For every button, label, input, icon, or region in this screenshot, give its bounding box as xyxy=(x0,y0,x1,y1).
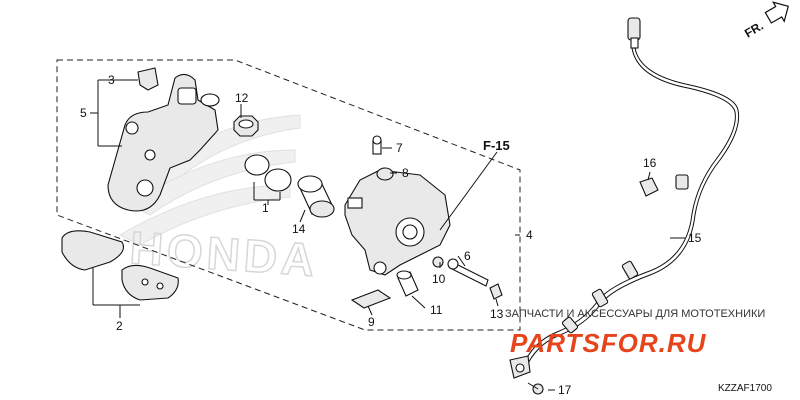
part-label-4: 4 xyxy=(526,228,533,242)
part-label-16: 16 xyxy=(643,156,657,170)
part-label-3: 3 xyxy=(108,73,115,87)
diagram-code: KZZAF1700 xyxy=(718,383,772,394)
part-label-5: 5 xyxy=(80,106,87,120)
arrow-icon xyxy=(764,1,789,24)
part-label-2: 2 xyxy=(116,319,123,333)
sleeve-boot xyxy=(396,270,419,297)
part-label-17: 17 xyxy=(558,383,572,397)
leader-lines xyxy=(90,79,685,391)
part-label-10: 10 xyxy=(432,272,446,286)
assembly-outline xyxy=(56,59,521,331)
part-label-11: 11 xyxy=(430,303,443,317)
pin-bolt xyxy=(447,258,489,287)
part-labels: 1 2 3 4 5 6 7 8 9 10 11 12 13 14 15 16 1… xyxy=(80,73,702,397)
watermark-tagline: ЗАПЧАСТИ И АКСЕССУАРЫ ДЛЯ МОТОТЕХНИКИ xyxy=(505,308,765,320)
sensor-bolt xyxy=(527,382,544,395)
sensor-clamp xyxy=(639,177,659,197)
piston-seals xyxy=(244,154,292,192)
caliper-piston xyxy=(297,175,335,218)
front-direction-marker: FR. xyxy=(742,1,789,41)
bolt-nut xyxy=(233,115,259,137)
front-direction-label: FR. xyxy=(742,19,766,41)
caliper-bracket xyxy=(107,73,220,212)
washer xyxy=(432,256,444,268)
bleeder-cap xyxy=(376,167,394,181)
part-label-1: 1 xyxy=(262,201,269,215)
caliper-body xyxy=(344,169,451,276)
brake-pads xyxy=(61,230,179,301)
part-label-9: 9 xyxy=(368,315,375,329)
bleeder-screw xyxy=(372,135,382,155)
part-label-6: 6 xyxy=(464,249,471,263)
part-label-13: 13 xyxy=(490,307,504,321)
part-label-7: 7 xyxy=(396,141,403,155)
watermark-brand: PARTSFOR.RU xyxy=(510,328,707,358)
part-label-8: 8 xyxy=(402,166,409,180)
part-label-12: 12 xyxy=(235,91,249,105)
pad-spring xyxy=(350,289,392,309)
small-boot xyxy=(489,283,503,300)
part-label-14: 14 xyxy=(292,222,306,236)
reference-label: F-15 xyxy=(483,138,510,153)
part-label-15: 15 xyxy=(688,231,702,245)
retainer-clip xyxy=(137,67,159,91)
speed-sensor-cable xyxy=(509,17,740,379)
